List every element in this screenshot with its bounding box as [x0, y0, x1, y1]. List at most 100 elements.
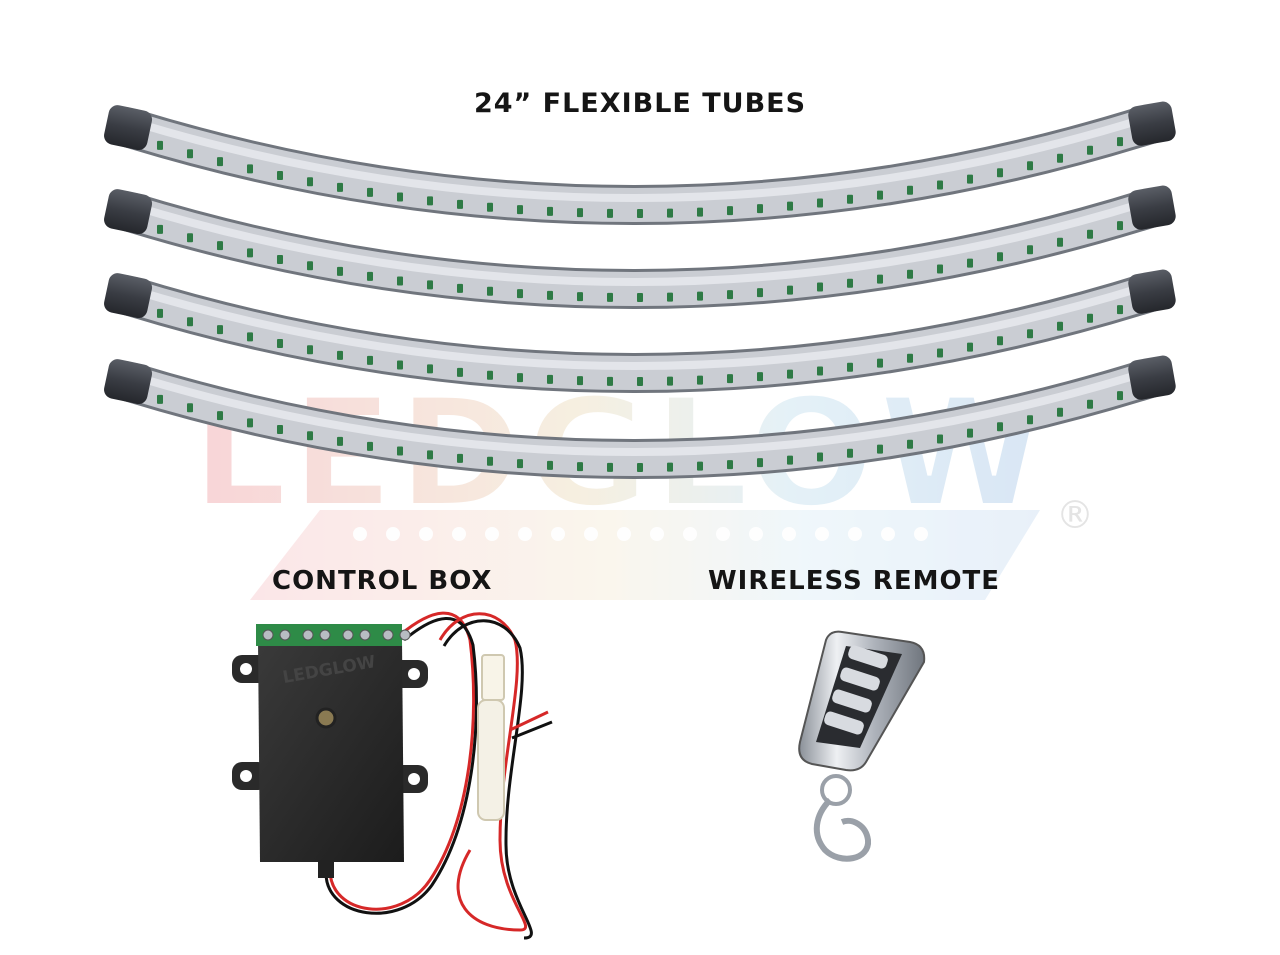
- led-chip: [397, 276, 403, 286]
- led-chip: [667, 292, 673, 302]
- led-chip: [997, 168, 1003, 178]
- led-chip: [187, 403, 193, 413]
- led-chip: [247, 164, 253, 174]
- control-box-heading: CONTROL BOX: [272, 566, 493, 596]
- led-chip: [667, 376, 673, 386]
- led-chip: [577, 208, 583, 218]
- led-chip: [427, 450, 433, 460]
- led-chip: [187, 149, 193, 159]
- wireless-remote-heading: WIRELESS REMOTE: [708, 566, 1001, 596]
- led-chip: [817, 198, 823, 208]
- led-chip: [427, 196, 433, 206]
- led-chip: [277, 171, 283, 181]
- watermark-dot: [551, 527, 565, 541]
- led-chip: [367, 187, 373, 197]
- led-chip: [1027, 245, 1033, 255]
- led-chip: [247, 332, 253, 342]
- tube-highlight: [128, 197, 1152, 286]
- led-chip: [607, 462, 613, 472]
- watermark-dot: [617, 527, 631, 541]
- led-chip: [967, 428, 973, 438]
- led-chip: [877, 274, 883, 284]
- led-chip: [517, 373, 523, 383]
- tube-end-cap-right: [1128, 101, 1176, 146]
- watermark-dots: [353, 527, 928, 541]
- led-chip: [307, 261, 313, 271]
- watermark-dot: [485, 527, 499, 541]
- led-chip: [937, 180, 943, 190]
- led-chip: [577, 462, 583, 472]
- led-chip: [217, 325, 223, 335]
- led-chip: [877, 190, 883, 200]
- tube-body: [125, 275, 1156, 390]
- tube-highlight: [128, 113, 1152, 202]
- tube: [104, 185, 1176, 309]
- cable-grommet: [318, 860, 334, 878]
- led-chip: [277, 255, 283, 265]
- led-chip: [847, 278, 853, 288]
- flexible-tubes-heading: 24” FLEXIBLE TUBES: [473, 88, 807, 119]
- led-chip: [337, 350, 343, 360]
- led-chip: [427, 280, 433, 290]
- led-chip: [217, 241, 223, 251]
- watermark-dot: [848, 527, 862, 541]
- led-chip: [997, 252, 1003, 262]
- black-wire: [324, 617, 478, 915]
- led-chip: [367, 441, 373, 451]
- led-chip: [1087, 229, 1093, 239]
- led-chip: [1117, 391, 1123, 401]
- terminal-screw: [279, 629, 291, 641]
- led-chip: [697, 375, 703, 385]
- led-chip: [997, 422, 1003, 432]
- fuse-holder: [477, 699, 505, 821]
- led-chip: [307, 345, 313, 355]
- led-chip: [847, 448, 853, 458]
- wire-tail-red: [509, 710, 549, 732]
- led-chip: [337, 182, 343, 192]
- led-chip: [637, 293, 643, 302]
- watermark-dot: [386, 527, 400, 541]
- led-chip: [457, 199, 463, 209]
- fuse-connector: [481, 654, 505, 701]
- watermark-dot: [749, 527, 763, 541]
- led-chip: [1057, 407, 1063, 417]
- led-chip: [457, 367, 463, 377]
- led-chip: [487, 370, 493, 380]
- led-chip: [937, 348, 943, 358]
- led-chip: [247, 418, 253, 428]
- led-chip: [1087, 313, 1093, 323]
- led-chip: [667, 208, 673, 218]
- lobster-clasp: [813, 797, 871, 862]
- watermark-dot: [518, 527, 532, 541]
- led-chip: [787, 201, 793, 211]
- led-chip: [157, 308, 163, 318]
- tube: [104, 269, 1176, 393]
- led-chip: [877, 444, 883, 454]
- led-chip: [547, 206, 553, 216]
- control-box-button: [315, 707, 337, 729]
- led-chip: [877, 358, 883, 368]
- led-chip: [397, 192, 403, 202]
- led-chip: [1087, 399, 1093, 409]
- terminal-screw: [382, 629, 394, 641]
- terminal-screw: [359, 629, 371, 641]
- led-chip: [1027, 329, 1033, 339]
- led-chip: [817, 366, 823, 376]
- terminal-screw: [319, 629, 331, 641]
- black-wire-loop: [442, 619, 533, 940]
- led-chip: [667, 462, 673, 472]
- watermark-dot: [584, 527, 598, 541]
- led-chip: [757, 204, 763, 214]
- remote-button-3: [832, 689, 872, 713]
- tube-body: [125, 361, 1156, 476]
- led-chip: [697, 291, 703, 301]
- control-box: LEDGLOW: [232, 611, 553, 940]
- led-chip: [547, 374, 553, 384]
- tube: [104, 101, 1176, 225]
- led-chip: [337, 266, 343, 276]
- led-chip: [967, 174, 973, 184]
- led-chip: [157, 394, 163, 404]
- led-chip: [547, 290, 553, 300]
- led-chip: [847, 362, 853, 372]
